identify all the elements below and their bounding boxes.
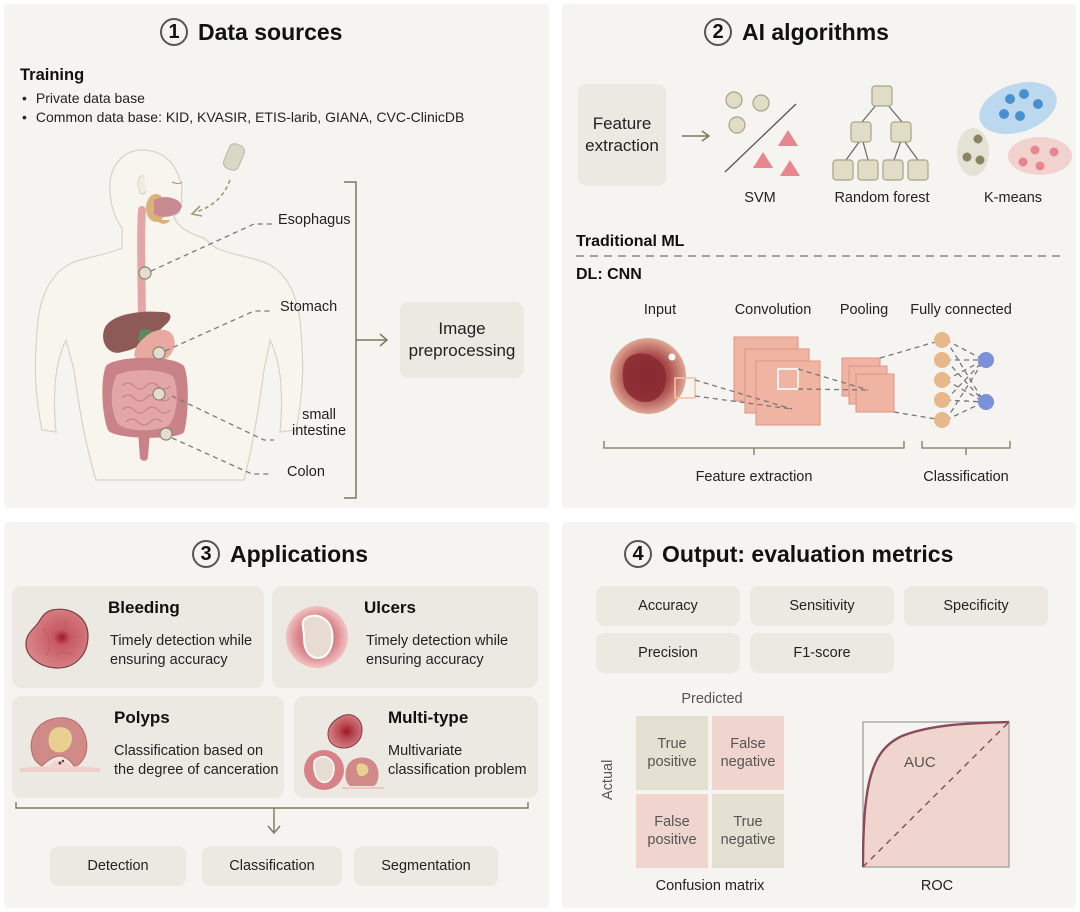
metric-accuracy: Accuracy [596, 586, 740, 626]
roc-curve-line [862, 720, 1010, 868]
data-sources-panel: 1 Data sources Training Private data bas… [4, 4, 549, 508]
training-item: Common data base: KID, KVASIR, ETIS-lari… [22, 108, 464, 127]
organ-label-colon: Colon [287, 464, 325, 480]
cnn-group-feature-extraction: Feature extraction [695, 469, 813, 485]
cnn-group-classification: Classification [923, 469, 1009, 485]
ulcer-icon [286, 606, 348, 668]
step-number-badge: 2 [704, 18, 732, 46]
data-sources-title: 1 Data sources [160, 18, 342, 46]
image-preprocessing-box: Image preprocessing [400, 302, 524, 378]
predicted-axis-label: Predicted [681, 691, 743, 707]
actual-axis-label: Actual [600, 759, 616, 800]
card-title: Multi-type [388, 708, 469, 727]
digestive-system-illustration [34, 143, 304, 481]
multi-type-icon [304, 714, 384, 790]
cnn-diagram [603, 332, 1011, 455]
metric-precision: Precision [596, 633, 740, 673]
k-means-icon [957, 82, 1072, 176]
step-number-badge: 4 [624, 540, 652, 568]
svm-icon [724, 91, 800, 176]
traditional-ml-diagram [682, 82, 1072, 181]
metric-specificity: Specificity [904, 586, 1048, 626]
card-title: Polyps [114, 708, 170, 727]
metric-sensitivity: Sensitivity [750, 586, 894, 626]
training-heading: Training [20, 66, 85, 84]
confusion-matrix-caption: Confusion matrix [655, 878, 765, 894]
cnn-stage-fully-connected: Fully connected [910, 302, 1012, 318]
roc-diagonal-line [862, 721, 1010, 868]
organs-bracket [344, 181, 389, 499]
step-number-badge: 1 [160, 18, 188, 46]
random-forest-icon [832, 85, 929, 181]
organ-label-stomach: Stomach [280, 299, 338, 315]
applications-title: 3 Applications [192, 540, 368, 568]
card-title: Bleeding [108, 598, 180, 617]
panel-title-text: Applications [230, 540, 369, 567]
dl-cnn-label: DL: CNN [576, 266, 642, 283]
traditional-ml-label: Traditional ML [576, 233, 685, 250]
output-metrics-panel: 4 Output: evaluation metrics Accuracy Se… [562, 522, 1076, 908]
cnn-stage-convolution: Convolution [734, 302, 812, 318]
cnn-stage-input: Input [643, 302, 677, 318]
panel-title-text: Data sources [198, 18, 343, 45]
roc-caption: ROC [920, 878, 954, 894]
task-classification: Classification [202, 846, 342, 886]
method-label-random-forest: Random forest [834, 190, 930, 206]
card-title: Ulcers [364, 598, 416, 617]
roc-curve-plot [862, 720, 1010, 868]
method-label-k-means: K-means [983, 190, 1043, 206]
organ-label-esophagus: Esophagus [278, 212, 351, 228]
panel-title-text: AI algorithms [742, 18, 889, 45]
task-detection: Detection [50, 846, 186, 886]
feature-extraction-box: Feature extraction [578, 84, 666, 186]
step-number-badge: 3 [192, 540, 220, 568]
endoscopy-input-image [610, 338, 696, 414]
method-label-svm: SVM [744, 190, 776, 206]
metric-f1-score: F1-score [750, 633, 894, 673]
task-segmentation: Segmentation [354, 846, 498, 886]
panel-title-text: Output: evaluation metrics [662, 540, 954, 567]
applications-bracket [15, 802, 529, 835]
cnn-stage-pooling: Pooling [839, 302, 889, 318]
ai-algorithms-title: 2 AI algorithms [704, 18, 889, 46]
bleeding-icon [25, 608, 89, 669]
polyp-icon [20, 717, 100, 772]
auc-label: AUC [904, 754, 936, 771]
output-metrics-title: 4 Output: evaluation metrics [624, 540, 953, 568]
section-divider [576, 255, 1060, 257]
training-item: Private data base [22, 89, 464, 108]
organ-label-small-intestine: small intestine [292, 407, 347, 439]
training-list: Private data base Common data base: KID,… [22, 89, 464, 127]
ai-algorithms-panel: 2 AI algorithms Feature extraction [562, 4, 1076, 508]
applications-panel: 3 Applications Bleeding Timely detection… [4, 522, 549, 908]
